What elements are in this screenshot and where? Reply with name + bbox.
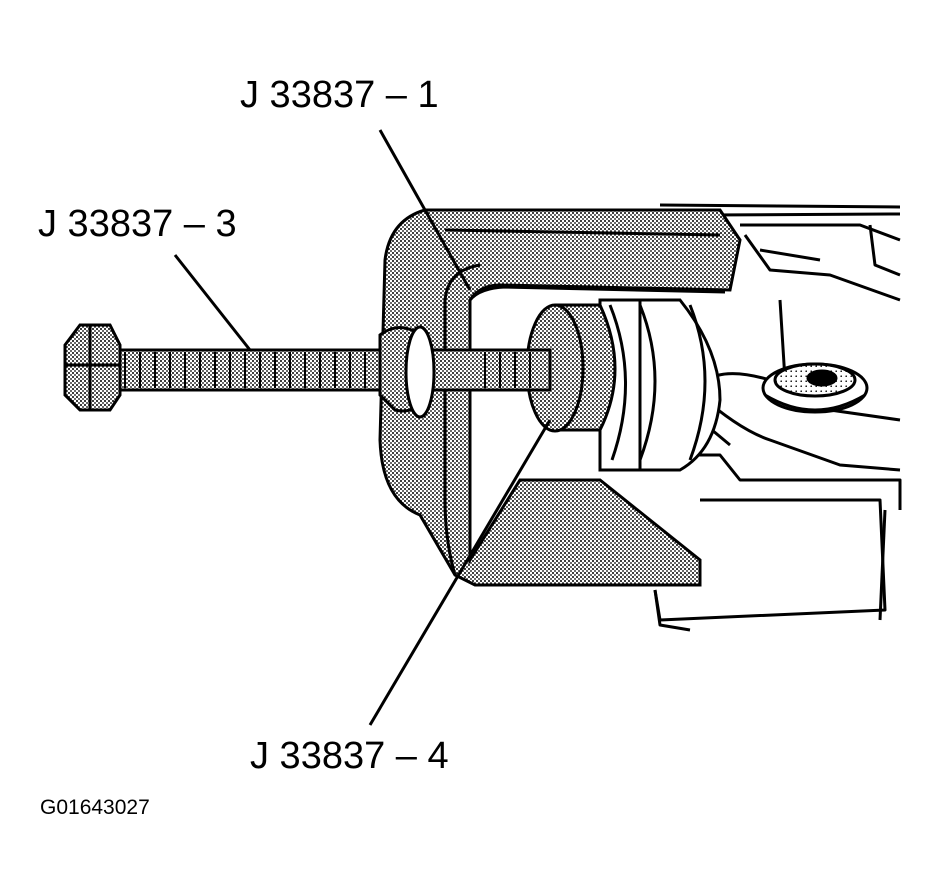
callout-tool-receiver: J 33837 – 4	[250, 735, 449, 777]
ball-joint-nut	[761, 362, 869, 414]
figure-id: G01643027	[40, 796, 150, 819]
leader-tool-bolt	[173, 254, 252, 351]
callout-tool-main: J 33837 – 1	[240, 74, 439, 116]
leader-lines	[173, 129, 552, 726]
leader-tool-receiver	[368, 419, 552, 726]
bushing-stack	[598, 298, 722, 472]
forcing-bolt	[63, 323, 552, 419]
leader-tool-main	[378, 129, 472, 291]
callout-tool-bolt: J 33837 – 3	[38, 203, 237, 245]
tool-frame	[378, 208, 742, 587]
